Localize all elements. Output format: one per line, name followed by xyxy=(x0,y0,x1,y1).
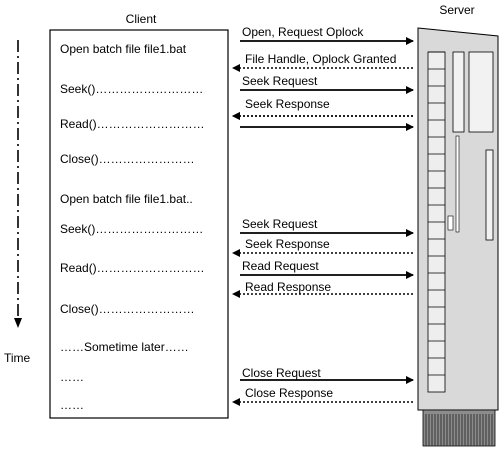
client-step: Read()……………………… xyxy=(60,261,205,275)
server-side-slot xyxy=(485,149,494,241)
message-label: File Handle, Oplock Granted xyxy=(245,52,396,66)
message-label: Seek Request xyxy=(242,217,318,231)
message-label: Close Response xyxy=(245,386,333,400)
message-label: Open, Request Oplock xyxy=(242,25,364,39)
message-label: Seek Request xyxy=(242,74,318,88)
client-panel: Client Open batch file file1.batSeek()……… xyxy=(49,12,229,419)
server-drive-bays xyxy=(428,51,445,376)
server-indicator-strip xyxy=(455,135,460,233)
time-axis: Time xyxy=(4,40,31,365)
message-label: Read Response xyxy=(245,280,331,294)
client-step: …… xyxy=(60,370,84,384)
time-label: Time xyxy=(4,351,31,365)
client-step: Read()……………………… xyxy=(60,117,205,131)
client-step: Open batch file file1.bat.. xyxy=(60,192,193,206)
server-panel: Server xyxy=(417,3,499,447)
client-step: Open batch file file1.bat xyxy=(60,42,187,56)
message-label: Read Request xyxy=(242,259,319,273)
server-title: Server xyxy=(439,3,474,17)
client-step: …… xyxy=(60,398,84,412)
message-label: Seek Response xyxy=(245,237,330,251)
client-step: Seek()……………………… xyxy=(60,222,203,236)
client-title: Client xyxy=(126,12,157,26)
client-steps: Open batch file file1.batSeek()………………………… xyxy=(60,42,205,412)
server-panel-slot-a xyxy=(452,51,465,133)
client-step: ……Sometime later…… xyxy=(60,340,189,354)
message-label: Close Request xyxy=(242,366,321,380)
server-indicator-light xyxy=(447,215,454,231)
client-box xyxy=(49,29,229,419)
client-step: Close()…………………… xyxy=(60,302,195,316)
server-vents xyxy=(425,414,493,446)
client-step: Close()…………………… xyxy=(60,152,195,166)
message-label: Seek Response xyxy=(245,97,330,111)
time-axis-arrowhead xyxy=(14,318,22,328)
server-panel-slot-b xyxy=(468,51,494,133)
client-step: Seek()……………………… xyxy=(60,82,203,96)
